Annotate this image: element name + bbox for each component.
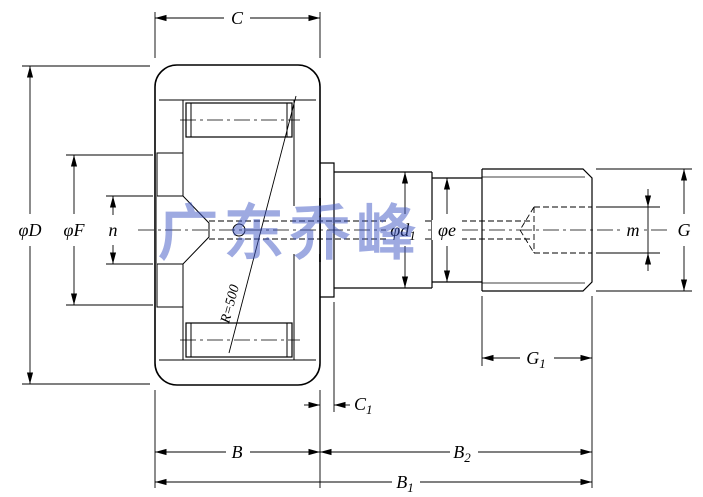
dim-label-C: C: [231, 8, 244, 28]
crown-radius-label: R=500: [218, 283, 243, 326]
dimension-phiF: φF: [64, 154, 153, 306]
dim-label-n: n: [109, 220, 118, 240]
dimension-m: m: [596, 189, 660, 271]
dim-label-R500: R=500: [218, 283, 243, 326]
left-socket-countersink: [157, 195, 210, 265]
dim-label-G: G: [678, 220, 691, 240]
dimension-G1: G1: [481, 296, 592, 371]
dim-label-phiF: φF: [64, 220, 86, 240]
dimension-phie: φe: [432, 178, 462, 282]
dim-label-m: m: [627, 220, 640, 240]
dimension-B2: B2: [320, 442, 592, 465]
dim-label-B2: B2: [453, 442, 471, 465]
watermark-text: 广东乔峰: [158, 199, 422, 269]
dimension-C: C: [154, 8, 321, 58]
dimension-B1: B1: [155, 472, 592, 495]
dim-label-B: B: [232, 442, 243, 462]
dim-label-phid1: φd1: [390, 220, 415, 243]
dimension-C1: C1: [304, 302, 373, 417]
right-hex-socket-hidden-lines: [519, 206, 592, 254]
dimension-n: n: [106, 195, 153, 265]
dim-label-B1: B1: [396, 472, 414, 495]
crown-radius-leader: [228, 95, 297, 354]
dim-label-G1: G1: [526, 348, 546, 371]
needle-roller-bottom: [180, 322, 300, 358]
dim-label-C1: C1: [354, 394, 373, 417]
dim-label-phie: φe: [438, 220, 456, 240]
needle-roller-top: [180, 102, 300, 138]
dimension-phiD: φD: [19, 65, 150, 385]
dimension-B: B: [154, 296, 593, 488]
dimension-G: G: [596, 168, 692, 292]
dimension-phid1: φd1: [386, 172, 424, 288]
dim-label-phiD: φD: [19, 220, 42, 240]
